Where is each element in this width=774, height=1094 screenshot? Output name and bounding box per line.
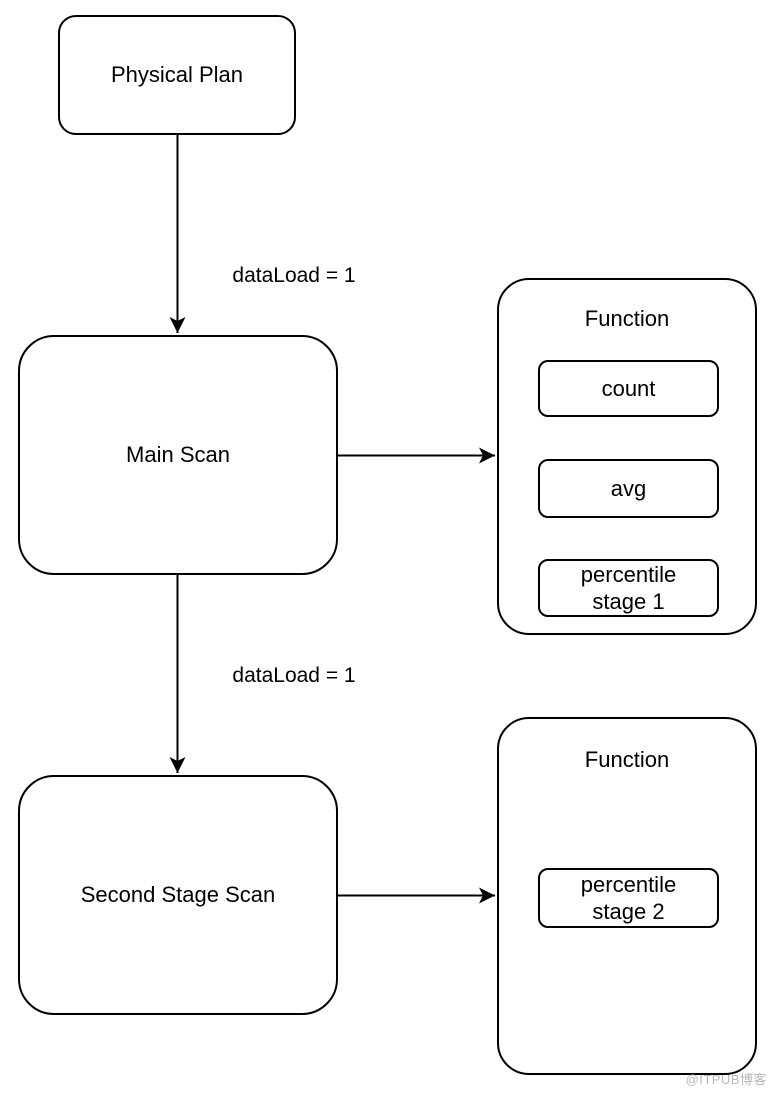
node-main-scan-label: Main Scan	[126, 442, 230, 468]
function-panel-1-title: Function	[584, 306, 670, 331]
function-item-count: count	[538, 360, 719, 417]
function-panel-2-title: Function	[584, 747, 670, 772]
function-item-percentile-stage-2: percentile stage 2	[538, 868, 719, 928]
function-item-percentile-stage-1: percentile stage 1	[538, 559, 719, 617]
node-physical-plan-label: Physical Plan	[110, 62, 244, 88]
node-physical-plan: Physical Plan	[58, 15, 296, 135]
edge-label-dataload-1: dataLoad = 1	[232, 264, 356, 287]
edge-label-dataload-2: dataLoad = 1	[232, 664, 356, 687]
watermark: @ITPUB博客	[685, 1072, 767, 1087]
node-second-stage-scan: Second Stage Scan	[18, 775, 338, 1015]
function-panel-2: Function percentile stage 2	[497, 717, 757, 1075]
node-main-scan: Main Scan	[18, 335, 338, 575]
function-panel-1: Function count avg percentile stage 1	[497, 278, 757, 635]
function-item-avg: avg	[538, 459, 719, 518]
node-second-stage-scan-label: Second Stage Scan	[80, 882, 276, 908]
